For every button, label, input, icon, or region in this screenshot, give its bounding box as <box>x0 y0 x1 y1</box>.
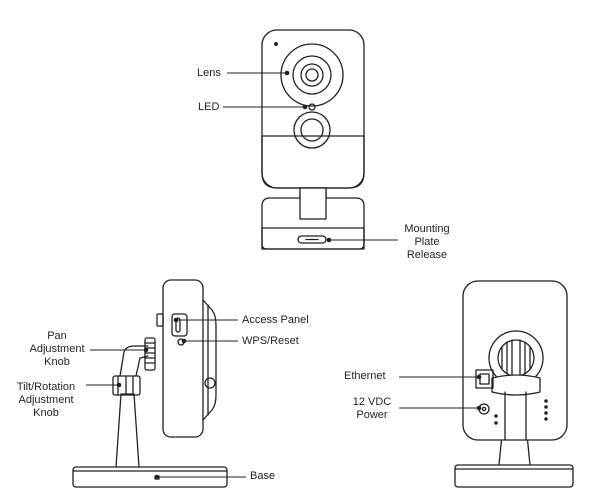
back-base <box>454 464 574 488</box>
leader-lines <box>86 70 482 480</box>
side-camera-front <box>202 299 217 421</box>
back-camera-body <box>462 280 568 441</box>
tilt-knob-label: Tilt/Rotation Adjustment Knob <box>6 381 86 420</box>
front-status-dot <box>274 42 278 46</box>
base-label: Base <box>250 470 276 482</box>
power-label-line-2: Power <box>356 409 388 421</box>
mounting-label-line-3: Release <box>406 249 448 261</box>
wps-reset-label: WPS/Reset <box>242 335 299 347</box>
back-ethernet-port <box>475 369 494 389</box>
front-lens-outer <box>280 43 344 107</box>
front-led <box>308 103 316 111</box>
side-view <box>72 279 228 488</box>
tilt-label-line-3: Knob <box>33 407 59 419</box>
front-base <box>261 197 365 250</box>
front-lens-ring <box>300 63 324 87</box>
front-lower-band <box>261 135 365 189</box>
side-pan-knob <box>144 337 156 371</box>
mounting-label-line-2: Plate <box>414 236 440 248</box>
led-label: LED <box>198 101 220 113</box>
power-label-line-1: 12 VDC <box>352 396 392 408</box>
front-camera-body <box>261 29 365 189</box>
front-lens-inner <box>305 68 319 82</box>
front-sensor-inner <box>300 118 324 142</box>
front-view <box>261 29 365 250</box>
power-label: 12 VDC Power <box>346 396 398 422</box>
side-camera-body <box>162 279 204 438</box>
front-neck-overlap <box>299 187 327 220</box>
front-sensor-outer <box>293 111 331 149</box>
front-lens-mid <box>292 55 332 95</box>
lens-label: Lens <box>197 67 221 79</box>
front-release-button <box>297 235 327 244</box>
pan-knob-label: Pan Adjustment Knob <box>22 330 92 369</box>
back-view <box>454 280 574 488</box>
tilt-label-line-2: Adjustment <box>18 394 74 406</box>
mounting-label-line-1: Mounting <box>404 223 450 235</box>
side-stand <box>115 393 140 468</box>
pan-label-line-2: Adjustment <box>29 343 85 355</box>
pan-label-line-3: Knob <box>44 356 70 368</box>
back-clamp <box>491 374 541 396</box>
access-panel-label: Access Panel <box>242 314 309 326</box>
pan-label-line-1: Pan <box>47 330 67 342</box>
ethernet-label: Ethernet <box>344 370 386 382</box>
side-access-panel <box>171 313 188 337</box>
mounting-plate-release-label: Mounting Plate Release <box>397 223 457 262</box>
tilt-label-line-1: Tilt/Rotation <box>16 381 76 393</box>
